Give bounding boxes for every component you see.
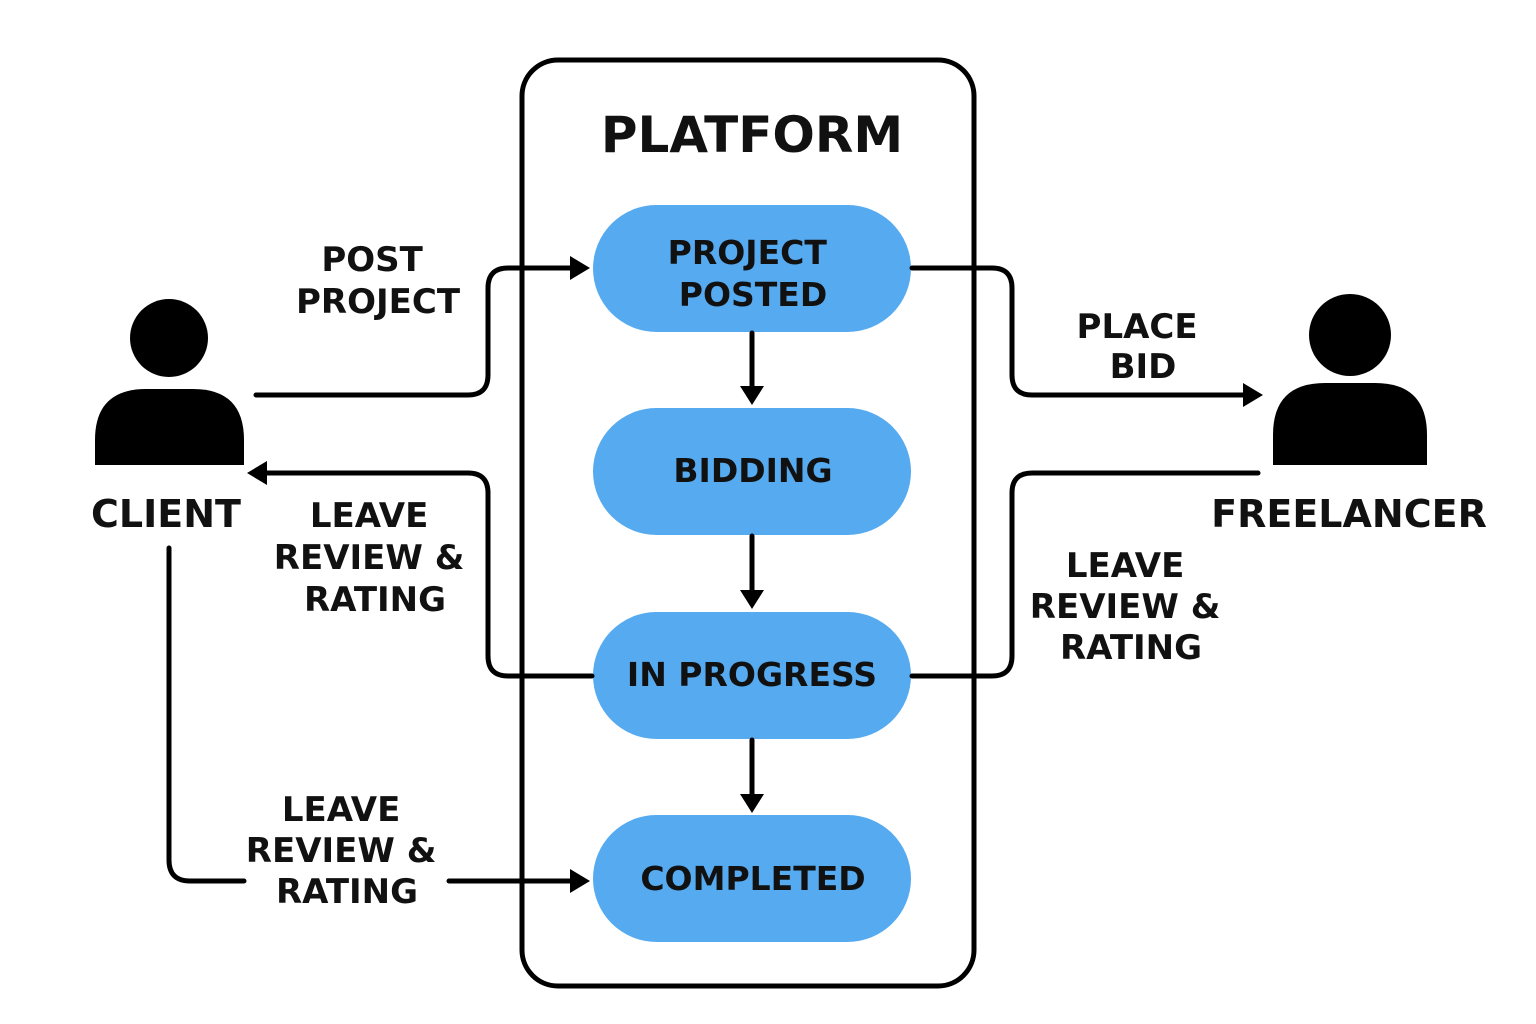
edge-place-bid [909, 265, 1251, 398]
freelancer-review-line-3: RATING [1060, 628, 1202, 668]
post-project-label: POST PROJECT [296, 240, 461, 322]
state-in-progress-label: IN PROGRESS [627, 655, 877, 694]
freelancer-head [1309, 294, 1391, 376]
arrowhead-bidding-to-progress [740, 590, 764, 609]
client-review-bottom-line-3: RATING [276, 872, 418, 912]
arrowhead-client-review-bottom [570, 869, 590, 893]
arrowhead-progress-to-completed [740, 794, 764, 813]
state-project-posted-label: PROJECT POSTED [668, 233, 839, 314]
client-review-bottom-line-2: REVIEW & [246, 831, 437, 871]
place-bid-label: PLACE BID [1077, 307, 1210, 387]
client-head [130, 299, 208, 377]
arrowhead-place-bid [1243, 383, 1263, 407]
state-bidding-label: BIDDING [673, 451, 832, 490]
arrowhead-client-review-mid [247, 461, 267, 485]
client-person-icon [95, 299, 244, 465]
edge-post-project [253, 265, 581, 398]
client-review-mid-line-2: REVIEW & [274, 538, 465, 578]
edge-freelancer-review [909, 470, 1261, 679]
platform-container [519, 57, 977, 989]
arrowhead-post-project [570, 256, 590, 280]
freelancer-review-label: LEAVE REVIEW & RATING [1030, 546, 1232, 668]
client-review-mid-label: LEAVE REVIEW & RATING [274, 496, 476, 620]
state-in-progress [593, 612, 911, 739]
client-label: CLIENT [91, 492, 241, 536]
place-bid-line-1: PLACE [1077, 307, 1198, 347]
edge-client-review-mid [259, 470, 595, 679]
state-project-posted-line-2: POSTED [679, 275, 827, 314]
arrowhead-posted-to-bidding [740, 386, 764, 405]
client-review-mid-line-1: LEAVE [310, 496, 428, 536]
platform-title: PLATFORM [601, 106, 903, 164]
state-bidding [593, 408, 911, 535]
state-project-posted-line-1: PROJECT [668, 233, 828, 272]
client-review-bottom-line-1: LEAVE [282, 790, 400, 830]
freelancer-person-icon [1273, 294, 1427, 465]
client-review-mid-line-3: RATING [304, 580, 446, 620]
freelancer-review-line-1: LEAVE [1066, 546, 1184, 586]
edge-client-review-bottom-left [166, 545, 247, 884]
place-bid-line-2: BID [1110, 347, 1177, 387]
post-project-line-1: POST [321, 240, 423, 280]
freelancer-body [1273, 383, 1427, 465]
freelancer-label: FREELANCER [1211, 492, 1487, 536]
state-completed-label: COMPLETED [640, 859, 865, 898]
freelancer-review-line-2: REVIEW & [1030, 587, 1221, 627]
state-completed [593, 815, 911, 942]
post-project-line-2: PROJECT [296, 282, 461, 322]
state-project-posted [593, 205, 911, 332]
client-body [95, 389, 244, 465]
client-review-bottom-label: LEAVE REVIEW & RATING [246, 790, 448, 912]
